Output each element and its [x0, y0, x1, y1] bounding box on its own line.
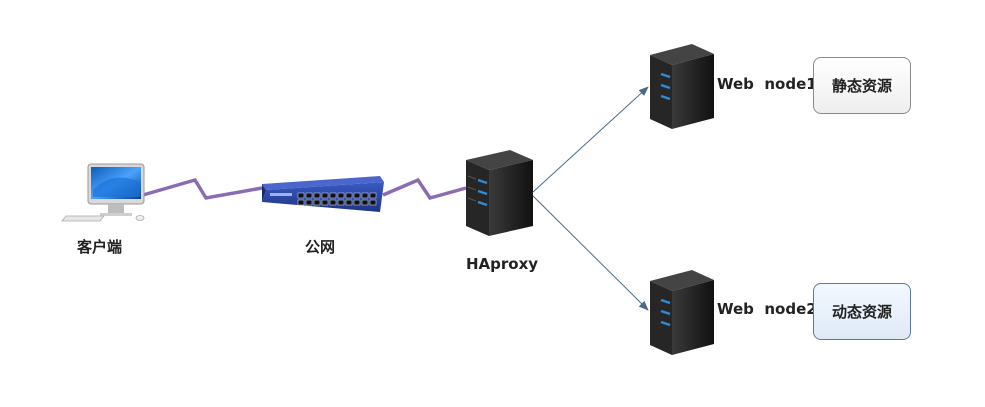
web-node1-server-icon [650, 44, 714, 129]
network-switch-icon [262, 176, 384, 212]
haproxy-server-icon [466, 150, 533, 236]
dynamic-resource-label: 动态资源 [831, 303, 892, 321]
client-label: 客户端 [77, 238, 123, 256]
web-node2-label: Web node2 [717, 300, 817, 318]
dynamic-resource-box: 动态资源 [813, 283, 911, 340]
static-resource-label: 静态资源 [831, 77, 892, 95]
static-resource-box: 静态资源 [813, 57, 911, 114]
web-node1-label: Web node1 [717, 75, 817, 93]
haproxy-label: HAproxy [466, 255, 539, 273]
wan-link-public-haproxy [382, 177, 467, 201]
arrow-to-node1 [532, 86, 649, 193]
public-net-label: 公网 [305, 238, 336, 256]
arrow-to-node2 [532, 195, 649, 311]
wan-link-client-public [142, 177, 263, 200]
client-computer-icon [61, 163, 145, 222]
web-node2-server-icon [650, 270, 714, 355]
